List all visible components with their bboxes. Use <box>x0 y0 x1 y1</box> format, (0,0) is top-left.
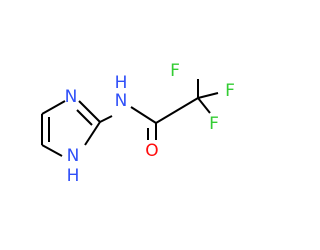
atom-labels: F F F N H O N N H <box>65 61 235 186</box>
atom-f-bottom: F <box>209 114 219 134</box>
atom-nh-ring: N <box>67 146 80 166</box>
atom-n-ring: N <box>65 87 78 107</box>
bond-c2-n1 <box>84 121 101 146</box>
bond-c4-n3 <box>41 100 66 115</box>
atom-n-amide: N <box>115 91 128 111</box>
bond-c-carbonyl-c-cf3 <box>155 97 199 124</box>
atom-f-top: F <box>170 61 180 81</box>
bond-c2-n-amide <box>99 115 113 123</box>
bond-n3-c2-inner <box>76 109 93 126</box>
atom-h-ring: H <box>67 166 80 186</box>
bond-c-cf3-f-bottom <box>197 97 211 114</box>
bond-n-amide-c-carbonyl <box>130 106 157 124</box>
bond-n1-c5 <box>41 144 63 157</box>
bonds <box>41 79 219 157</box>
atom-f-right: F <box>225 81 235 101</box>
atom-o-carbonyl: O <box>145 141 158 161</box>
bond-c-cf3-f-right <box>197 92 219 99</box>
molecule-structure-diagram: F F F N H O N N H <box>41 61 235 186</box>
atom-h-amide: H <box>115 73 128 93</box>
bond-n3-c2-outer <box>78 100 101 123</box>
